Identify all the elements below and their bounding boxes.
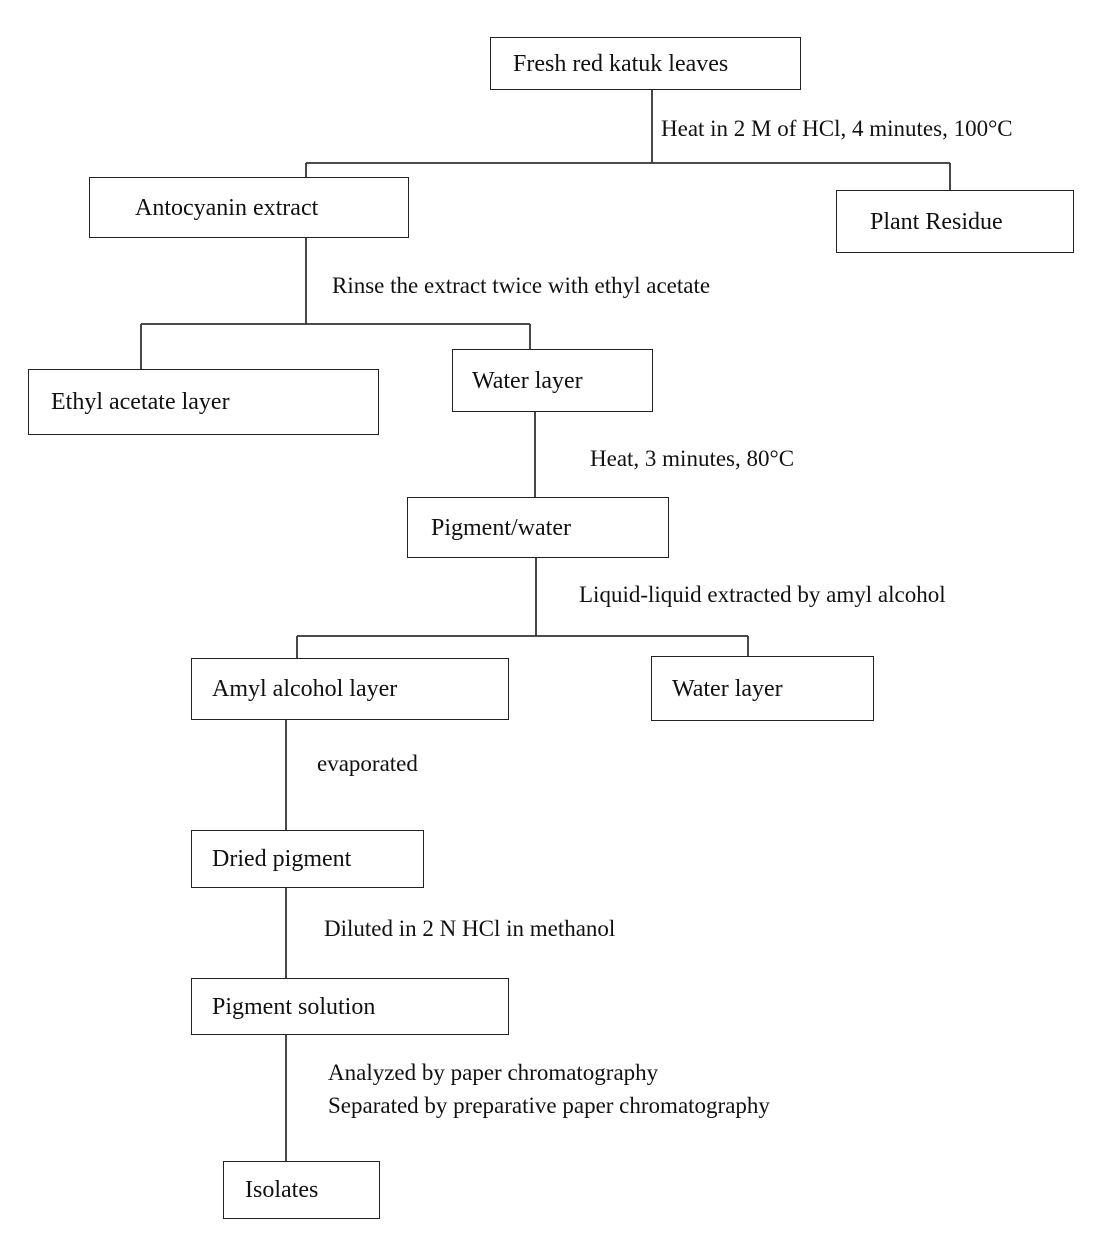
node-plant-residue: Plant Residue — [836, 190, 1074, 253]
node-label: Water layer — [472, 367, 583, 394]
node-fresh-red-katuk-leaves: Fresh red katuk leaves — [490, 37, 801, 90]
node-label: Pigment/water — [431, 514, 571, 541]
node-isolates: Isolates — [223, 1161, 380, 1219]
step-label-heat-hcl: Heat in 2 M of HCl, 4 minutes, 100°C — [661, 116, 1013, 141]
node-water-layer-1: Water layer — [452, 349, 653, 412]
node-label: Amyl alcohol layer — [212, 676, 398, 702]
step-label-liquid-liquid-extraction: Liquid-liquid extracted by amyl alcohol — [579, 582, 946, 607]
node-label: Plant Residue — [870, 208, 1003, 235]
node-label: Antocyanin extract — [135, 194, 319, 221]
step-label-separated: Separated by preparative paper chromatog… — [328, 1093, 770, 1118]
node-pigment-water: Pigment/water — [407, 497, 669, 558]
step-label-rinse: Rinse the extract twice with ethyl aceta… — [332, 273, 711, 298]
node-label: Dried pigment — [212, 846, 352, 872]
node-amyl-alcohol-layer: Amyl alcohol layer — [191, 658, 509, 720]
step-label-diluted: Diluted in 2 N HCl in methanol — [324, 916, 616, 941]
node-dried-pigment: Dried pigment — [191, 830, 424, 888]
step-label-analyzed: Analyzed by paper chromatography — [328, 1060, 659, 1085]
step-label-heat-3-minutes: Heat, 3 minutes, 80°C — [590, 446, 795, 471]
step-label-evaporated: evaporated — [317, 751, 418, 776]
node-label: Isolates — [245, 1177, 319, 1203]
node-water-layer-2: Water layer — [651, 656, 874, 721]
node-ethyl-acetate-layer: Ethyl acetate layer — [28, 369, 379, 435]
node-label: Pigment solution — [212, 993, 376, 1020]
node-label: Water layer — [672, 675, 783, 702]
node-antocyanin-extract: Antocyanin extract — [89, 177, 409, 238]
node-label: Fresh red katuk leaves — [513, 50, 729, 77]
node-label: Ethyl acetate layer — [51, 389, 230, 415]
node-pigment-solution: Pigment solution — [191, 978, 509, 1035]
